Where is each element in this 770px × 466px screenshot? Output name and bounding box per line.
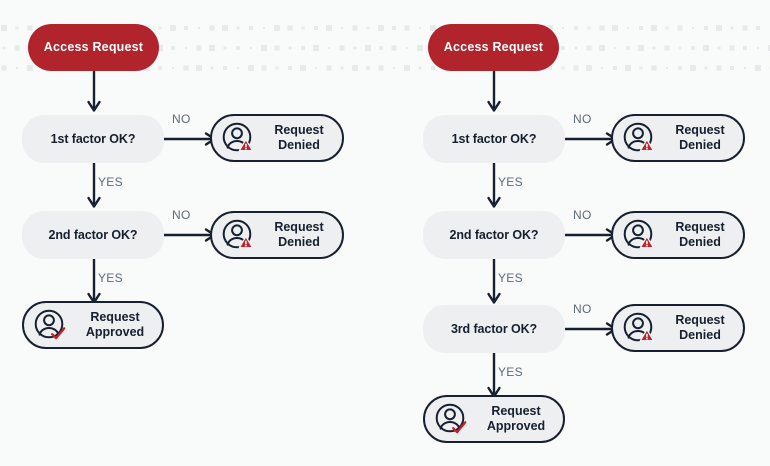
terminal-node-label: Request Approved	[486, 404, 546, 433]
user-denied-icon	[622, 121, 656, 155]
terminal-node-request-approved-right[interactable]: Request Approved	[423, 395, 565, 443]
terminal-node-label: Request Approved	[85, 310, 145, 339]
edge-label-no-decision2-right: NO	[573, 208, 592, 222]
user-denied-icon	[221, 218, 255, 252]
terminal-node-request-denied-right-2[interactable]: Request Denied	[611, 211, 745, 259]
edge-label-yes-decision2-left: YES	[98, 271, 123, 285]
decision-label: 1st factor OK?	[50, 131, 136, 146]
connector-start-to-decision1-left	[86, 71, 102, 115]
decision-node-1st-factor-right[interactable]: 1st factor OK?	[423, 115, 565, 163]
decision-node-3rd-factor-right[interactable]: 3rd factor OK?	[423, 305, 565, 353]
terminal-node-label: Request Denied	[274, 123, 324, 152]
decision-node-2nd-factor-left[interactable]: 2nd factor OK?	[22, 211, 164, 259]
connector-start-to-decision1-right	[486, 71, 502, 115]
start-node-label: Access Request	[443, 40, 544, 54]
start-node-access-request-right[interactable]: Access Request	[428, 24, 559, 71]
terminal-node-request-denied-left-1[interactable]: Request Denied	[210, 114, 344, 162]
terminal-node-label: Request Denied	[675, 313, 725, 342]
decision-label: 2nd factor OK?	[48, 227, 138, 242]
terminal-node-request-denied-right-3[interactable]: Request Denied	[611, 304, 745, 352]
edge-label-no-decision1-left: NO	[172, 112, 191, 126]
terminal-node-request-approved-left[interactable]: Request Approved	[22, 301, 164, 349]
terminal-node-label: Request Denied	[274, 220, 324, 249]
terminal-node-label: Request Denied	[675, 220, 725, 249]
edge-label-yes-decision2-right: YES	[498, 271, 523, 285]
user-denied-icon	[622, 218, 656, 252]
edge-label-no-decision2-left: NO	[172, 208, 191, 222]
decision-node-2nd-factor-right[interactable]: 2nd factor OK?	[423, 211, 565, 259]
edge-label-yes-decision3-right: YES	[498, 365, 523, 379]
terminal-node-request-denied-right-1[interactable]: Request Denied	[611, 114, 745, 162]
edge-label-yes-decision1-left: YES	[98, 175, 123, 189]
decision-label: 3rd factor OK?	[450, 321, 538, 336]
user-denied-icon	[622, 311, 656, 345]
edge-label-yes-decision1-right: YES	[498, 175, 523, 189]
start-node-access-request-left[interactable]: Access Request	[28, 24, 159, 71]
user-approved-icon	[434, 402, 468, 436]
terminal-node-request-denied-left-2[interactable]: Request Denied	[210, 211, 344, 259]
decision-label: 2nd factor OK?	[449, 227, 539, 242]
terminal-node-label: Request Denied	[675, 123, 725, 152]
decision-label: 1st factor OK?	[451, 131, 537, 146]
edge-label-no-decision1-right: NO	[573, 112, 592, 126]
decision-node-1st-factor-left[interactable]: 1st factor OK?	[22, 115, 164, 163]
edge-label-no-decision3-right: NO	[573, 302, 592, 316]
start-node-label: Access Request	[43, 40, 144, 54]
user-approved-icon	[33, 308, 67, 342]
user-denied-icon	[221, 121, 255, 155]
